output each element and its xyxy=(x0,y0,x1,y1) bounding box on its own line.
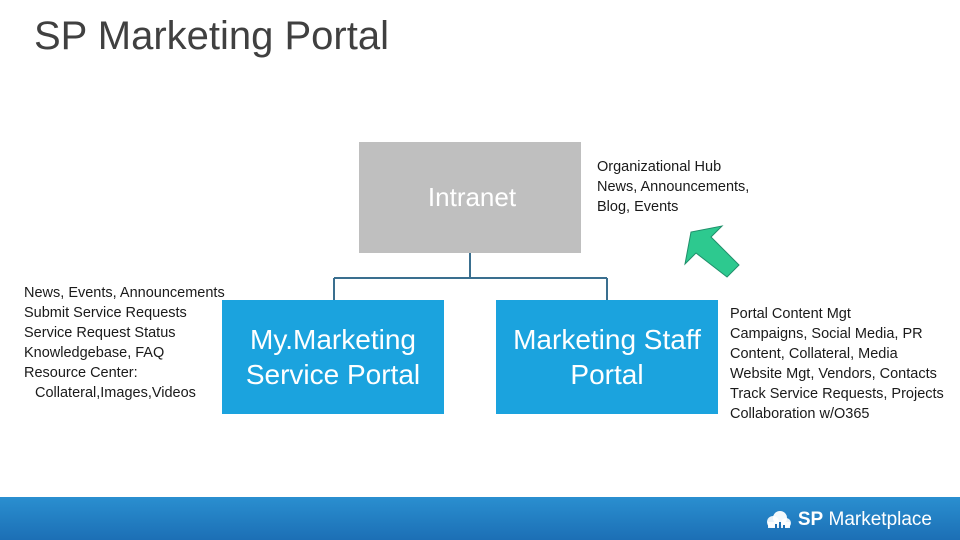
feature-line: Resource Center: xyxy=(24,365,138,381)
hub-note-line: Blog, Events xyxy=(597,199,679,215)
organizational-hub-notes: Organizational Hub News, Announcements, … xyxy=(597,157,749,217)
hub-note-line: News, Announcements, xyxy=(597,179,750,195)
service-portal-features-list: News, Events, Announcements Submit Servi… xyxy=(24,283,225,403)
feature-line: Content, Collateral, Media xyxy=(730,346,898,362)
staff-portal-label-line1: Marketing Staff xyxy=(513,324,701,355)
feature-line: Campaigns, Social Media, PR xyxy=(730,326,923,342)
feature-line: Submit Service Requests xyxy=(24,305,187,321)
cloud-logo-icon xyxy=(766,511,791,529)
brand-marketplace: Marketplace xyxy=(828,509,933,530)
feature-line: Service Request Status xyxy=(24,325,176,341)
brand-sp: SP xyxy=(797,509,824,530)
arrow-up-left-icon xyxy=(684,225,740,278)
staff-portal-label-line2: Portal xyxy=(570,359,644,390)
mymarketing-label-line2: Service Portal xyxy=(245,359,421,390)
feature-line: Collateral,Images,Videos xyxy=(35,385,196,401)
intranet-label: Intranet xyxy=(427,182,517,212)
marketing-staff-portal-box: Marketing Staff Portal xyxy=(496,300,718,414)
mymarketing-label-line1: My.Marketing xyxy=(250,324,416,355)
staff-portal-features-list: Portal Content Mgt Campaigns, Social Med… xyxy=(730,304,944,424)
feature-line: Collaboration w/O365 xyxy=(730,406,870,422)
hub-note-line: Organizational Hub xyxy=(597,159,722,175)
feature-line: News, Events, Announcements xyxy=(24,285,225,301)
feature-line: Website Mgt, Vendors, Contacts xyxy=(730,366,937,382)
mymarketing-service-portal-box: My.Marketing Service Portal xyxy=(222,300,444,414)
intranet-box: Intranet xyxy=(359,142,581,253)
footer-bar: SP Marketplace xyxy=(0,497,960,540)
sp-marketplace-logo: SP Marketplace xyxy=(764,509,932,531)
feature-line: Track Service Requests, Projects xyxy=(730,386,944,402)
slide-title: SP Marketing Portal xyxy=(34,14,389,58)
feature-line: Portal Content Mgt xyxy=(730,306,851,322)
feature-line: Knowledgebase, FAQ xyxy=(24,345,165,361)
